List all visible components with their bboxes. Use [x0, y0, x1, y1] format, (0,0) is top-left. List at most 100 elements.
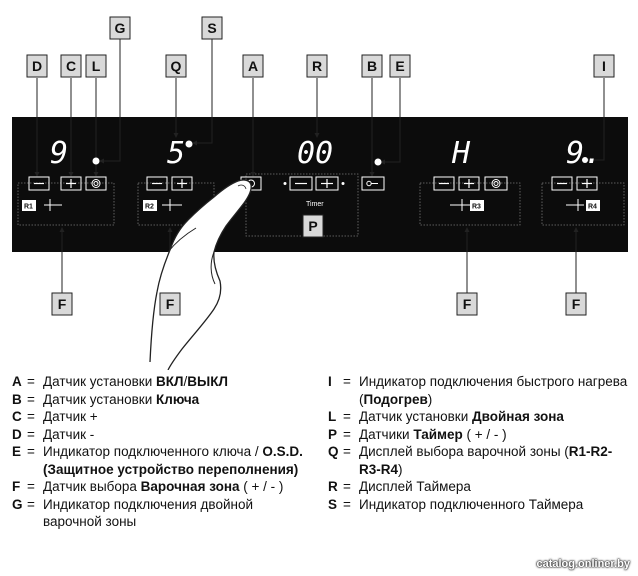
legend-text-part: Датчик выбора — [43, 479, 141, 494]
legend-equals: = — [27, 479, 35, 494]
legend-key: G — [12, 496, 23, 512]
svg-text:R: R — [312, 58, 322, 74]
svg-text:E: E — [395, 58, 404, 74]
boost-indicator-dot — [582, 157, 588, 163]
dual-zone-indicator-dot — [92, 157, 100, 165]
legend-description: Датчик установки ВКЛ/ВЫКЛ — [43, 373, 312, 391]
callout-B: B — [361, 54, 383, 78]
legend-text-part: Индикатор подключенного ключа / — [43, 444, 263, 459]
legend-text-part: Датчик - — [43, 426, 95, 442]
legend-text-part: ВЫКЛ — [187, 374, 228, 389]
legend-text-part: Индикатор подключенного Таймера — [359, 496, 584, 512]
zone1-minus-button[interactable] — [28, 176, 50, 191]
legend-item-s: S = Индикатор подключенного Таймера — [328, 496, 628, 514]
callout-P: P — [302, 214, 324, 238]
legend-equals: = — [343, 444, 351, 459]
legend-text-part: Ключа — [156, 391, 200, 407]
zone3-display: H — [451, 136, 471, 171]
svg-text:A: A — [248, 58, 258, 74]
zone2-position-icon — [162, 199, 182, 211]
zone2-select-badge[interactable]: R2 — [143, 200, 157, 211]
legend-item-q: Q=Дисплей выбора варочной зоны (R1-R2-R3… — [328, 443, 628, 478]
legend-description: Индикатор подключенного Таймера — [359, 496, 628, 514]
legend-text-part: Подогрев — [363, 391, 428, 407]
zone4-minus-button[interactable] — [551, 176, 573, 191]
legend-item-d: D=Датчик - — [12, 426, 312, 444]
legend-equals: = — [343, 374, 351, 389]
zone4-display: 9. — [566, 136, 602, 171]
zone2-display: 5 — [167, 136, 185, 171]
zone1-plus-button[interactable] — [60, 176, 82, 191]
legend-item-r: R = Дисплей Таймера — [328, 478, 628, 496]
legend-key: I — [328, 374, 332, 389]
legend-text-part: Варочная зона — [140, 479, 240, 494]
watermark: catalog.onliner.by — [536, 558, 630, 570]
legend-item-i: I = Индикатор подключения быстрого нагрева… — [328, 373, 628, 408]
legend-equals: = — [343, 426, 351, 442]
legend-equals: = — [343, 479, 351, 494]
legend-text-part: / — [183, 374, 188, 389]
svg-text:F: F — [572, 296, 581, 312]
timer-plus-button[interactable] — [315, 176, 339, 191]
timer-right-dot — [341, 182, 345, 185]
legend-right: I = Индикатор подключения быстрого нагрева… — [328, 373, 628, 513]
legend-text-part: Дисплей Таймера — [359, 479, 471, 494]
key-lock-button[interactable] — [361, 176, 385, 191]
legend-description: Датчик + — [43, 408, 312, 426]
legend-description: Датчики Таймер ( + / - ) — [359, 426, 628, 444]
legend-key: C — [12, 409, 22, 424]
legend-text-part: ( + / - ) — [462, 426, 507, 442]
legend-key: R — [328, 479, 338, 494]
legend-equals: = — [343, 496, 351, 512]
hand-knuckle-line — [210, 251, 216, 285]
legend-text-part: O.S.D. (Защитное устройство переполнения… — [43, 444, 303, 477]
legend-description: Датчик установки Двойная зона — [359, 408, 628, 426]
dual-zone-button[interactable] — [85, 176, 107, 191]
legend-description: Датчик установки Ключа — [43, 391, 312, 409]
svg-text:F: F — [58, 296, 67, 312]
callout-S: S — [201, 16, 223, 40]
legend-equals: = — [27, 496, 35, 512]
svg-text:S: S — [207, 20, 216, 36]
zone3-minus-button[interactable] — [433, 176, 455, 191]
legend-description: Дисплей Таймера — [359, 478, 628, 496]
svg-text:R2: R2 — [145, 204, 154, 211]
legend-description: Индикатор подключенного ключа / O.S.D. (… — [43, 443, 312, 478]
callout-R: R — [306, 54, 328, 78]
zone2-minus-button[interactable] — [146, 176, 168, 191]
callout-E: E — [389, 54, 411, 78]
legend-description: Датчик - — [43, 426, 312, 444]
legend-item-b: B=Датчик установки Ключа — [12, 391, 312, 409]
legend-text-part: Индикатор подключения двойной варочной з… — [43, 496, 254, 530]
callout-F-zone2: F — [159, 292, 181, 316]
legend-equals: = — [27, 374, 35, 389]
legend-key: E — [12, 444, 22, 459]
legend-key: L — [328, 409, 337, 424]
legend-item-l: L=Датчик установки Двойная зона — [328, 408, 628, 426]
svg-text:D: D — [32, 58, 42, 74]
legend-key: D — [12, 426, 22, 442]
zone3-plus-button[interactable] — [458, 176, 480, 191]
svg-text:I: I — [602, 58, 606, 74]
zone3-position-icon — [450, 199, 470, 211]
zone1-select-badge[interactable]: R1 — [22, 200, 36, 211]
timer-label: Timer — [306, 201, 324, 208]
legend-key: S — [328, 496, 338, 512]
zone2-plus-button[interactable] — [171, 176, 193, 191]
zone4-select-badge[interactable]: R4 — [586, 200, 600, 211]
callout-F-zone1: F — [51, 292, 73, 316]
legend-key: F — [12, 479, 21, 494]
zone4-plus-button[interactable] — [576, 176, 598, 191]
timer-minus-button[interactable] — [289, 176, 313, 191]
legend-key: A — [12, 374, 22, 389]
legend-text-part: Датчик установки — [43, 391, 156, 407]
zone3-dual-zone-button[interactable] — [484, 176, 508, 191]
callout-A: A — [242, 54, 264, 78]
legend-description: Индикатор подключения быстрого нагрева (… — [359, 373, 628, 408]
svg-text:P: P — [308, 218, 317, 234]
legend-text-part: Датчик установки — [359, 409, 472, 424]
svg-text:C: C — [66, 58, 76, 74]
legend-description: Дисплей выбора варочной зоны (R1-R2-R3-R… — [359, 443, 628, 478]
zone3-select-badge[interactable]: R3 — [470, 200, 484, 211]
